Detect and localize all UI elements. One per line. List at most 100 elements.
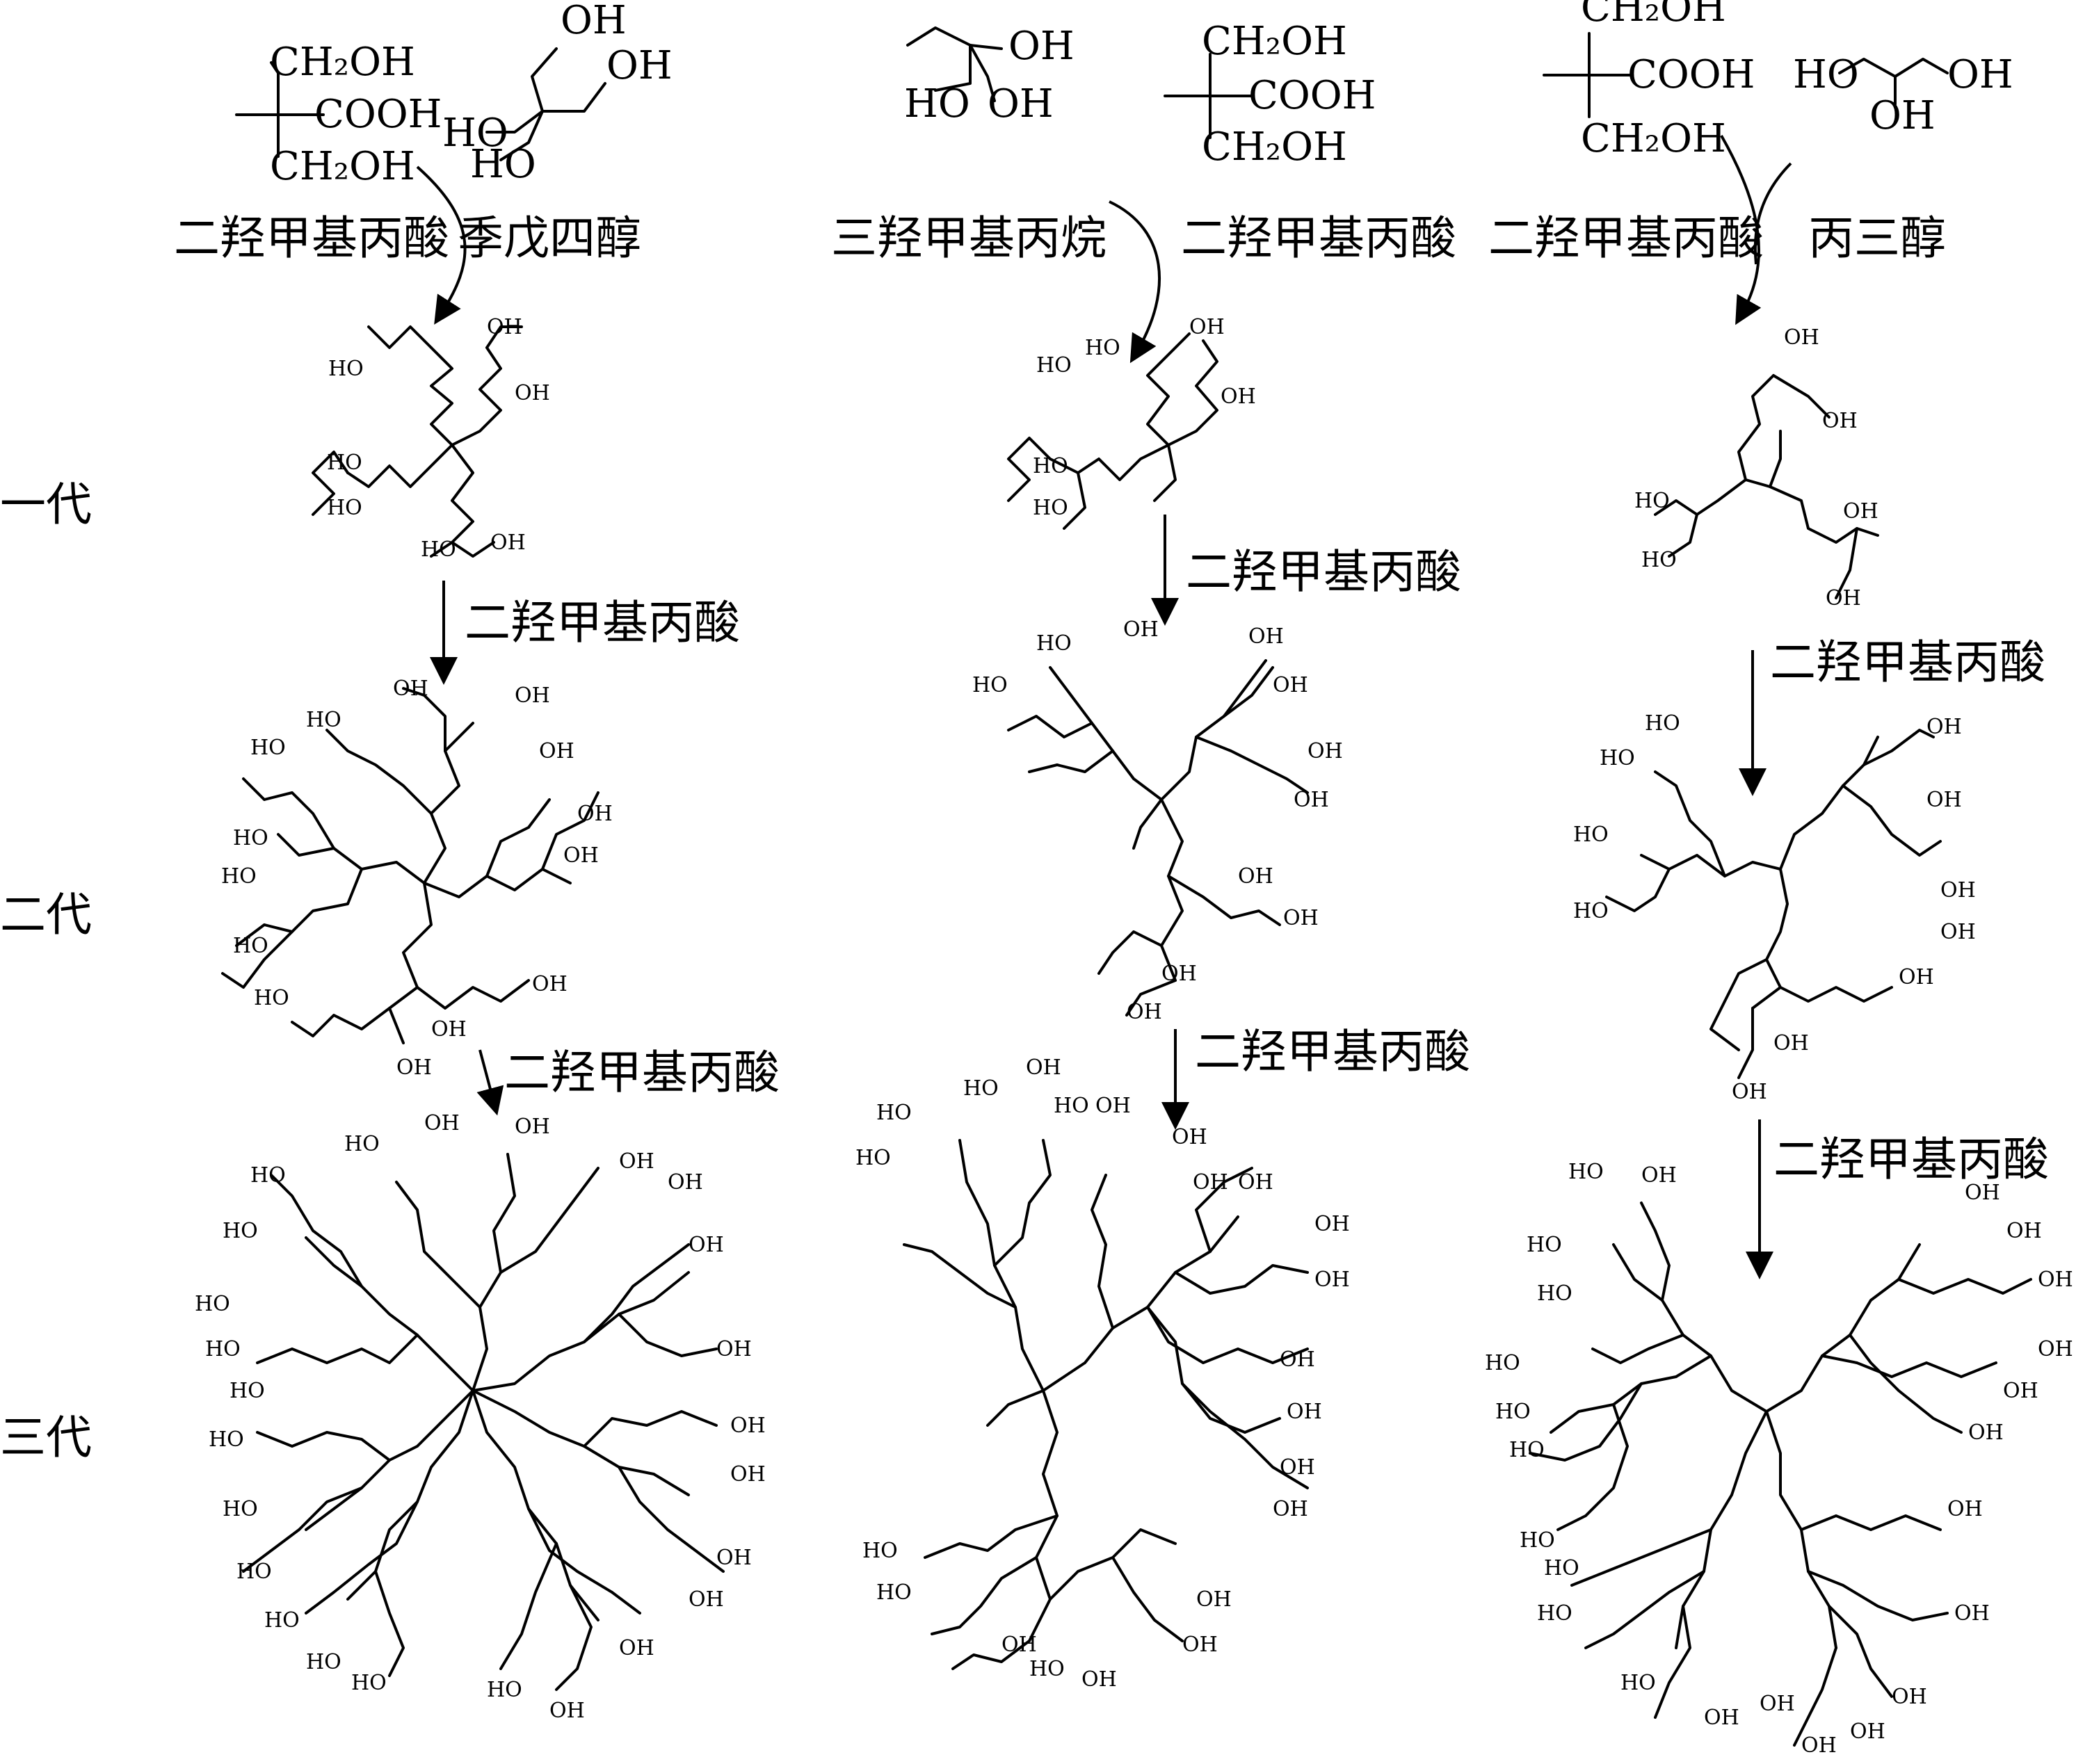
oh-label: OH — [1307, 739, 1343, 763]
oh-label: OH — [1314, 1268, 1350, 1292]
oh-label: OH — [1892, 1685, 1927, 1709]
oh-label: OH — [1843, 499, 1878, 524]
oh-label: OH — [393, 677, 428, 701]
oh-label: OH — [549, 1699, 585, 1723]
oh-label: OH — [1926, 788, 1962, 812]
oh-label: OH — [988, 81, 1054, 127]
ho-label: HO — [205, 1337, 241, 1361]
reaction-arrow-branch — [1753, 162, 1792, 265]
oh-label: OH — [515, 1115, 550, 1139]
reaction-arrow — [1720, 135, 1762, 325]
oh-label: OH — [606, 43, 673, 88]
ho-label: HO — [1033, 496, 1068, 520]
g1-dendrimer: OH HO HO OH HO HO — [1007, 315, 1256, 530]
oh-label: OH — [1248, 624, 1284, 649]
route-1-column: CH₂OH COOH CH₂OH OH OH HO HO 二羟甲基丙酸 季戊四醇 — [174, 0, 780, 1723]
ho-label: HO — [963, 1076, 999, 1101]
ho-label: HO — [1641, 548, 1677, 572]
oh-label: OH — [515, 683, 550, 708]
ho-label: HO — [1573, 823, 1609, 847]
oh-label: OH — [1008, 24, 1075, 69]
oh-label: OH — [689, 1587, 724, 1612]
step-reagent-label: 二羟甲基丙酸 — [1186, 545, 1461, 599]
ho-label: HO — [1527, 1233, 1562, 1257]
tmp-structure: OH HO OH — [904, 24, 1075, 127]
generation-label-2: 二代 — [0, 888, 92, 941]
oh-label: OH — [2038, 1268, 2073, 1292]
glycerol-structure: HO OH OH — [1793, 52, 2013, 138]
ho-label: HO — [1634, 489, 1670, 513]
ho-label: HO — [328, 357, 364, 381]
oh-label: OH — [1826, 586, 1861, 610]
ho-label: HO — [233, 934, 268, 958]
step-reagent-label: 二羟甲基丙酸 — [465, 596, 740, 649]
reaction-arrow — [1109, 200, 1161, 364]
oh-label: OH — [561, 0, 627, 43]
g2-dendrimer: OH HO OH HO OH OH OH OH OH OH OH — [972, 617, 1343, 1024]
g1-dendrimer: OH OH HO OH HO OH — [1634, 325, 1879, 610]
ho-label: HO — [1537, 1281, 1572, 1306]
ho-label: HO — [855, 1146, 891, 1170]
oh-label: OH — [424, 1111, 460, 1135]
ho-label: HO — [1509, 1438, 1545, 1462]
reactant-label-tmp: 三羟甲基丙烷 — [831, 211, 1107, 265]
oh-label: OH — [1926, 715, 1962, 739]
ho-label: HO — [904, 81, 970, 127]
oh-label: OH — [1273, 1497, 1308, 1521]
oh-label: OH — [1732, 1080, 1767, 1104]
oh-label: OH — [1968, 1421, 2004, 1445]
oh-label: OH — [515, 381, 550, 405]
ho-label: HO — [1036, 631, 1072, 656]
oh-label: OH — [487, 315, 522, 339]
ho-label: HO — [862, 1539, 898, 1563]
oh-label: OH — [1283, 906, 1319, 930]
oh-label: OH — [1850, 1720, 1885, 1744]
oh-label: OH — [1123, 617, 1159, 642]
oh-label: OH — [1273, 673, 1308, 697]
ch2oh-bottom-label: CH₂OH — [1581, 116, 1726, 161]
ho-label: HO — [1568, 1160, 1604, 1184]
ho-label: HO — [421, 537, 456, 562]
oh-label: OH — [730, 1414, 766, 1438]
oh-label: OH — [1196, 1587, 1232, 1612]
oh-label: OH — [1189, 315, 1225, 339]
oh-label: OH — [431, 1017, 467, 1042]
oh-label: OH — [2038, 1337, 2073, 1361]
pentaerythritol-structure: OH OH HO HO — [442, 0, 673, 187]
dmpa-structure: CH₂OH COOH CH₂OH — [1543, 0, 1755, 161]
ho-label: HO — [264, 1608, 300, 1633]
g2-dendrimer: HO OH HO OH HO HO OH OH OH OH OH — [1573, 711, 1976, 1104]
ho-label: HO — [327, 496, 362, 520]
oh-label: OH — [2006, 1219, 2042, 1243]
ch2oh-top-label: CH₂OH — [1581, 0, 1726, 31]
oh-label: OH — [1704, 1706, 1739, 1730]
ho-label: HO — [487, 1678, 522, 1702]
oh-label: OH — [1822, 409, 1858, 433]
oh-label: OH — [1294, 788, 1329, 812]
ho-label: HO — [470, 142, 536, 187]
step-reagent-label: 二羟甲基丙酸 — [504, 1046, 780, 1099]
route-3-column: CH₂OH COOH CH₂OH HO OH OH 二羟甲基丙酸 丙三醇 OH … — [1485, 0, 2073, 1758]
oh-label: OH — [1161, 962, 1197, 986]
oh-label: OH — [563, 843, 599, 868]
cooh-label: COOH — [1627, 52, 1755, 97]
ho-label: HO — [221, 864, 257, 889]
generation-label-3: 三代 — [0, 1411, 92, 1464]
oh-label: OH — [1869, 93, 1936, 138]
oh-label: OH — [1947, 52, 2013, 97]
oh-label: OH — [1026, 1055, 1061, 1080]
ho-label: HO — [250, 736, 286, 760]
step-reagent-label: 二羟甲基丙酸 — [1773, 1133, 2049, 1186]
ho-label: HO — [1054, 1094, 1089, 1118]
ho-label: HO — [1537, 1601, 1572, 1626]
ho-label: HO — [223, 1219, 258, 1243]
reactant-label-dmpa: 二羟甲基丙酸 — [174, 211, 449, 265]
ho-label: HO — [195, 1292, 230, 1316]
cooh-label: COOH — [1248, 73, 1376, 118]
ho-label: HO — [306, 1650, 341, 1674]
oh-label: OH — [1280, 1455, 1315, 1480]
ho-label: HO — [1544, 1556, 1579, 1580]
ho-label: HO — [972, 673, 1008, 697]
oh-label: OH — [539, 739, 574, 763]
